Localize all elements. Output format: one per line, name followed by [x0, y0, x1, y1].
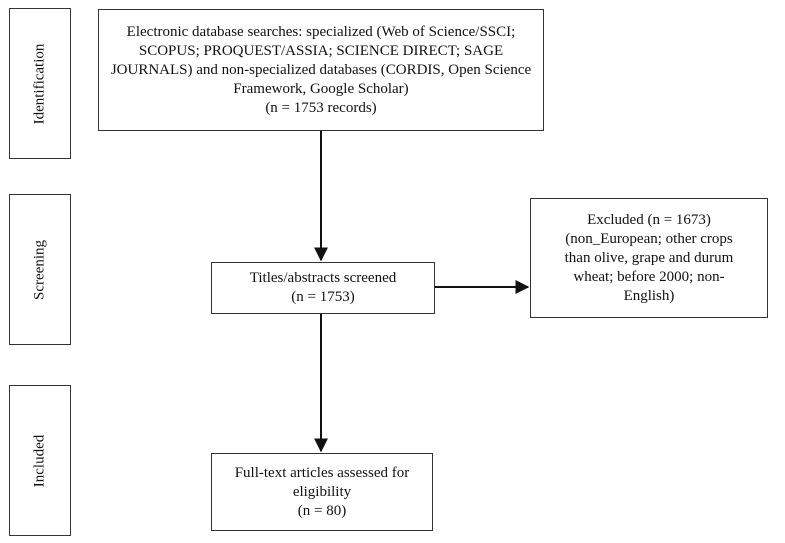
- stage-identification: Identification: [9, 8, 71, 159]
- excluded-line-5: English): [623, 287, 675, 304]
- excluded-box: Excluded (n = 1673) (non_European; other…: [530, 198, 768, 318]
- screened-line-1: Titles/abstracts screened: [249, 270, 397, 286]
- fulltext-line-2: eligibility: [292, 483, 352, 500]
- fulltext-line-1: Full-text articles assessed for: [234, 464, 410, 481]
- search-line-4: Framework, Google Scholar): [233, 80, 409, 97]
- fulltext-box: Full-text articles assessed for eligibil…: [211, 453, 433, 531]
- excluded-line-1: Excluded (n = 1673): [587, 211, 711, 228]
- search-line-2: SCOPUS; PROQUEST/ASSIA; SCIENCE DIRECT; …: [138, 42, 504, 59]
- excluded-line-3: than olive, grape and durum: [564, 249, 734, 266]
- screened-box: Titles/abstracts screened (n = 1753): [211, 262, 435, 314]
- stage-screening: Screening: [9, 194, 71, 345]
- search-records-box: Electronic database searches: specialize…: [98, 9, 544, 131]
- stage-included: Included: [9, 385, 71, 536]
- excluded-line-4: wheat; before 2000; non-: [573, 268, 725, 285]
- fulltext-line-3: (n = 80): [297, 502, 347, 519]
- search-line-1: Electronic database searches: specialize…: [126, 23, 516, 40]
- search-line-3: JOURNALS) and non-specialized databases …: [110, 61, 532, 78]
- screened-line-2: (n = 1753): [291, 289, 355, 305]
- excluded-line-2: (non_European; other crops: [565, 230, 733, 247]
- search-line-5: (n = 1753 records): [265, 99, 377, 116]
